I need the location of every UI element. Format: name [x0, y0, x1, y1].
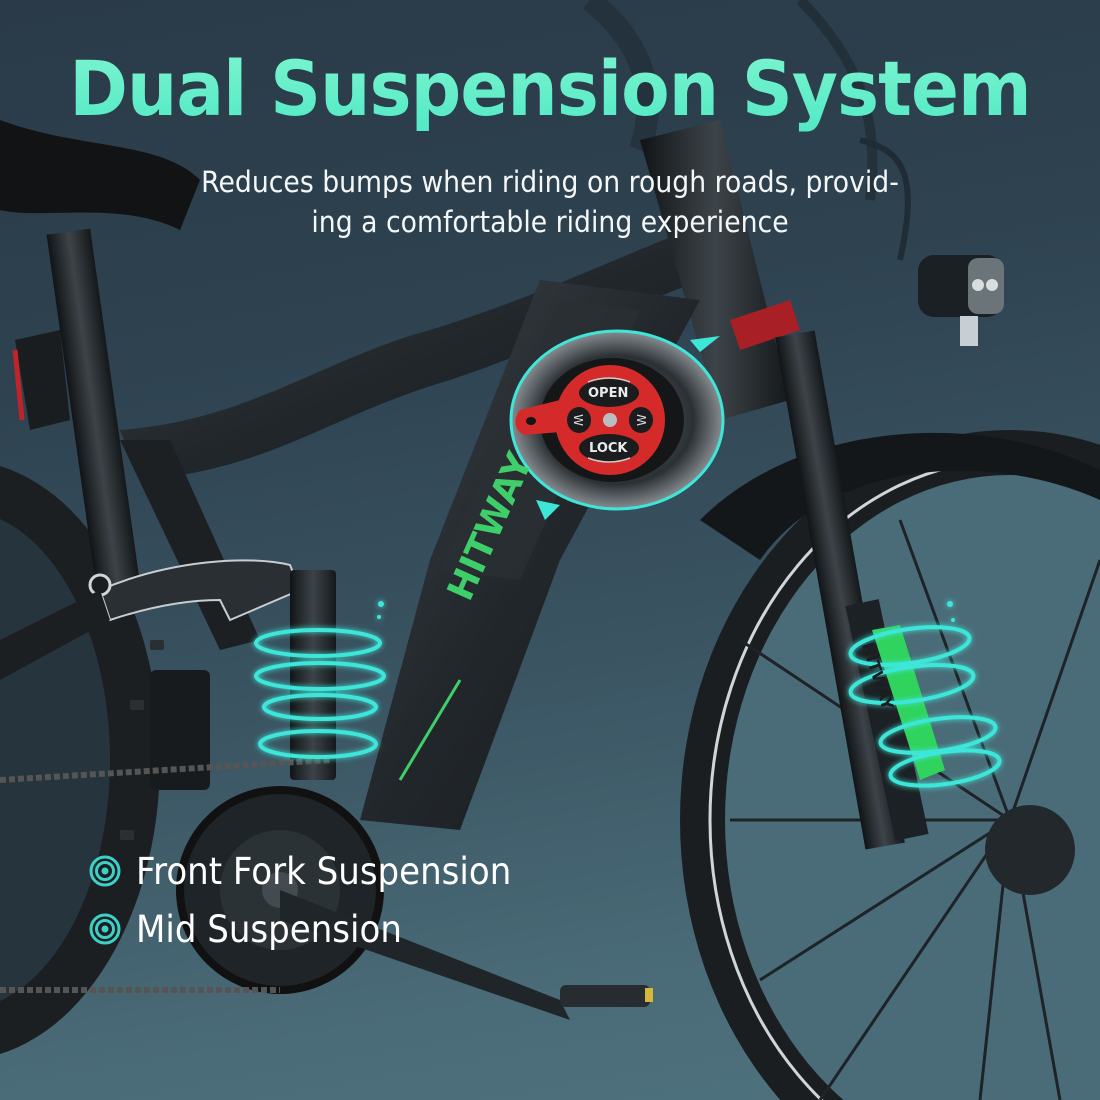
drivetrain: [0, 757, 653, 1020]
feature-label: Front Fork Suspension: [136, 849, 512, 893]
front-fork-glow-rings: [848, 625, 1002, 788]
dial-lock-label: LOCK: [589, 441, 628, 456]
page-title: Dual Suspension System: [39, 44, 1062, 133]
dial-lever: [515, 400, 560, 435]
svg-text:W: W: [635, 414, 649, 426]
svg-text:W: W: [571, 414, 585, 426]
fork-lockout-dial-callout: W W: [509, 329, 725, 511]
feature-item-front-fork: Front Fork Suspension: [88, 842, 544, 900]
top-tube: [120, 220, 735, 480]
frame-accent-line: [398, 679, 462, 781]
subtitle-line-1: Reduces bumps when riding on rough roads…: [201, 165, 899, 199]
rear-shock-body: [290, 570, 336, 780]
headlight: [918, 255, 1004, 346]
subtitle-line-2: ing a comfortable riding experience: [311, 205, 789, 239]
concentric-rings-icon: [89, 913, 121, 945]
rear-suspension-linkage: [0, 559, 302, 790]
mid-suspension-glow-rings: [254, 628, 386, 759]
concentric-rings-icon: [89, 855, 121, 887]
seat-assembly: [0, 120, 200, 592]
subtitle: Reduces bumps when riding on rough roads…: [154, 162, 945, 242]
feature-label: Mid Suspension: [136, 907, 402, 951]
feature-item-mid: Mid Suspension: [88, 900, 544, 958]
handlebar-cables: [583, 0, 911, 261]
rear-tire: [0, 466, 164, 1054]
dial-open-label: OPEN: [588, 386, 629, 401]
feature-list: Front Fork Suspension Mid Suspension: [88, 842, 544, 958]
